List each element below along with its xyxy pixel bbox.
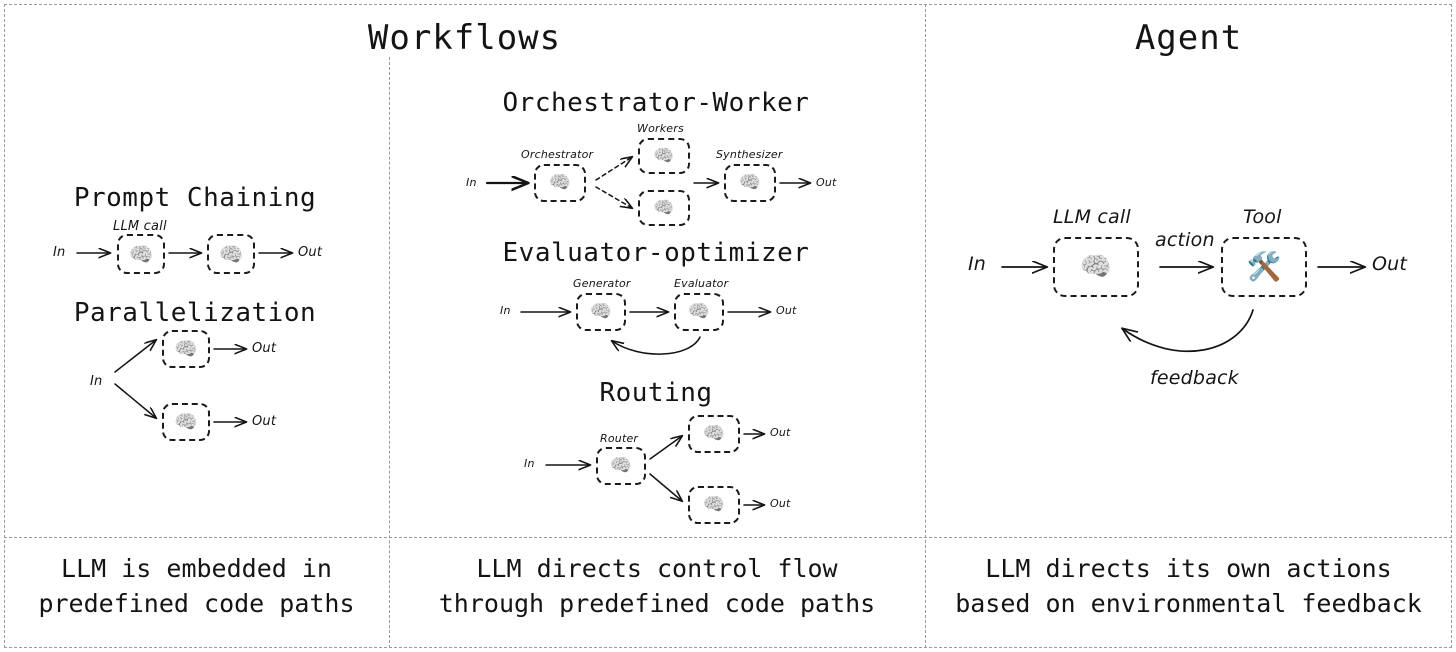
label-in-routing: In <box>524 457 535 470</box>
node-synthesizer[interactable]: 🧠 <box>724 164 776 202</box>
label-in-evaluator-optimizer: In <box>500 304 511 317</box>
node-route-target-2[interactable]: 🧠 <box>688 486 740 524</box>
brain-icon: 🧠 <box>1079 252 1113 282</box>
node-parallel-branch-1[interactable]: 🧠 <box>162 330 210 368</box>
pattern-title-parallelization: Parallelization <box>73 298 317 328</box>
caption-agent: LLM directs its own actions based on env… <box>955 554 1422 618</box>
label-out-agent: Out <box>1372 253 1408 275</box>
arrow-in-to-branch1 <box>114 340 156 373</box>
brain-icon: 🧠 <box>702 494 726 515</box>
brain-icon: 🧠 <box>687 301 711 322</box>
label-tool: Tool <box>1243 206 1282 228</box>
arrow-evaluator-feedback <box>612 336 701 355</box>
brain-icon: 🧠 <box>174 410 198 433</box>
arrow-agent-feedback <box>1123 309 1254 352</box>
label-out-parallelization-2: Out <box>252 414 277 429</box>
node-agent-llm-call[interactable]: 🧠 <box>1053 237 1139 297</box>
node-llm-call-2[interactable]: 🧠 <box>207 234 255 274</box>
node-worker-1[interactable]: 🧠 <box>638 138 690 174</box>
label-llm-call-agent: LLM call <box>1053 206 1131 228</box>
brain-icon: 🧠 <box>609 455 633 476</box>
pattern-title-routing: Routing <box>599 378 713 408</box>
divider-workflows-split <box>389 57 390 648</box>
label-out-evaluator-optimizer: Out <box>776 304 797 317</box>
node-agent-tool[interactable]: 🛠️ <box>1221 237 1307 297</box>
divider-workflows-agent <box>925 4 926 648</box>
brain-icon: 🧠 <box>218 242 244 266</box>
label-in-orchestrator-worker: In <box>466 176 477 189</box>
node-evaluator[interactable]: 🧠 <box>674 293 724 331</box>
brain-icon: 🧠 <box>548 172 572 193</box>
pattern-title-evaluator-optimizer: Evaluator-optimizer <box>502 238 810 268</box>
brain-icon: 🧠 <box>653 145 675 166</box>
label-out-parallelization-1: Out <box>252 341 277 356</box>
node-generator[interactable]: 🧠 <box>576 293 626 331</box>
label-in-parallelization: In <box>90 374 103 389</box>
arrow-orchestrator-to-worker1 <box>595 157 632 181</box>
arrow-orchestrator-to-worker2 <box>595 186 632 208</box>
node-orchestrator[interactable]: 🧠 <box>534 164 586 202</box>
label-action: action <box>1155 229 1215 251</box>
brain-icon: 🧠 <box>738 172 762 193</box>
brain-icon: 🧠 <box>589 301 613 322</box>
brain-icon: 🧠 <box>128 242 154 266</box>
arrow-router-to-target2 <box>649 473 682 501</box>
label-llm-call-prompt-chaining: LLM call <box>113 219 167 234</box>
node-router[interactable]: 🧠 <box>596 447 646 485</box>
brain-icon: 🧠 <box>702 423 726 444</box>
caption-workflows-left: LLM is embedded in predefined code paths <box>38 554 355 618</box>
column-title-agent: Agent <box>1134 18 1243 58</box>
label-synthesizer: Synthesizer <box>716 148 783 161</box>
pattern-title-orchestrator-worker: Orchestrator-Worker <box>502 88 810 118</box>
arrow-router-to-target1 <box>649 436 682 460</box>
column-title-workflows: Workflows <box>367 18 562 58</box>
brain-icon: 🧠 <box>174 337 198 360</box>
node-parallel-branch-2[interactable]: 🧠 <box>162 403 210 441</box>
pattern-title-prompt-chaining: Prompt Chaining <box>73 183 317 213</box>
label-evaluator: Evaluator <box>674 277 729 290</box>
arrow-in-to-branch2 <box>114 383 156 418</box>
tool-icon: 🛠️ <box>1246 250 1282 283</box>
label-router: Router <box>600 432 639 445</box>
label-out-prompt-chaining: Out <box>298 245 323 260</box>
label-out-routing-2: Out <box>770 497 791 510</box>
label-workers: Workers <box>637 122 684 135</box>
label-in-agent: In <box>968 253 987 275</box>
divider-caption-row <box>4 537 1452 538</box>
node-llm-call-1[interactable]: 🧠 <box>117 234 165 274</box>
brain-icon: 🧠 <box>653 197 675 218</box>
label-in-prompt-chaining: In <box>53 245 66 260</box>
label-out-routing-1: Out <box>770 426 791 439</box>
node-worker-2[interactable]: 🧠 <box>638 190 690 226</box>
label-feedback: feedback <box>1150 367 1239 389</box>
label-generator: Generator <box>573 277 631 290</box>
label-out-orchestrator-worker: Out <box>816 176 837 189</box>
node-route-target-1[interactable]: 🧠 <box>688 415 740 453</box>
caption-workflows-right: LLM directs control flow through predefi… <box>438 554 876 618</box>
label-orchestrator: Orchestrator <box>521 148 594 161</box>
